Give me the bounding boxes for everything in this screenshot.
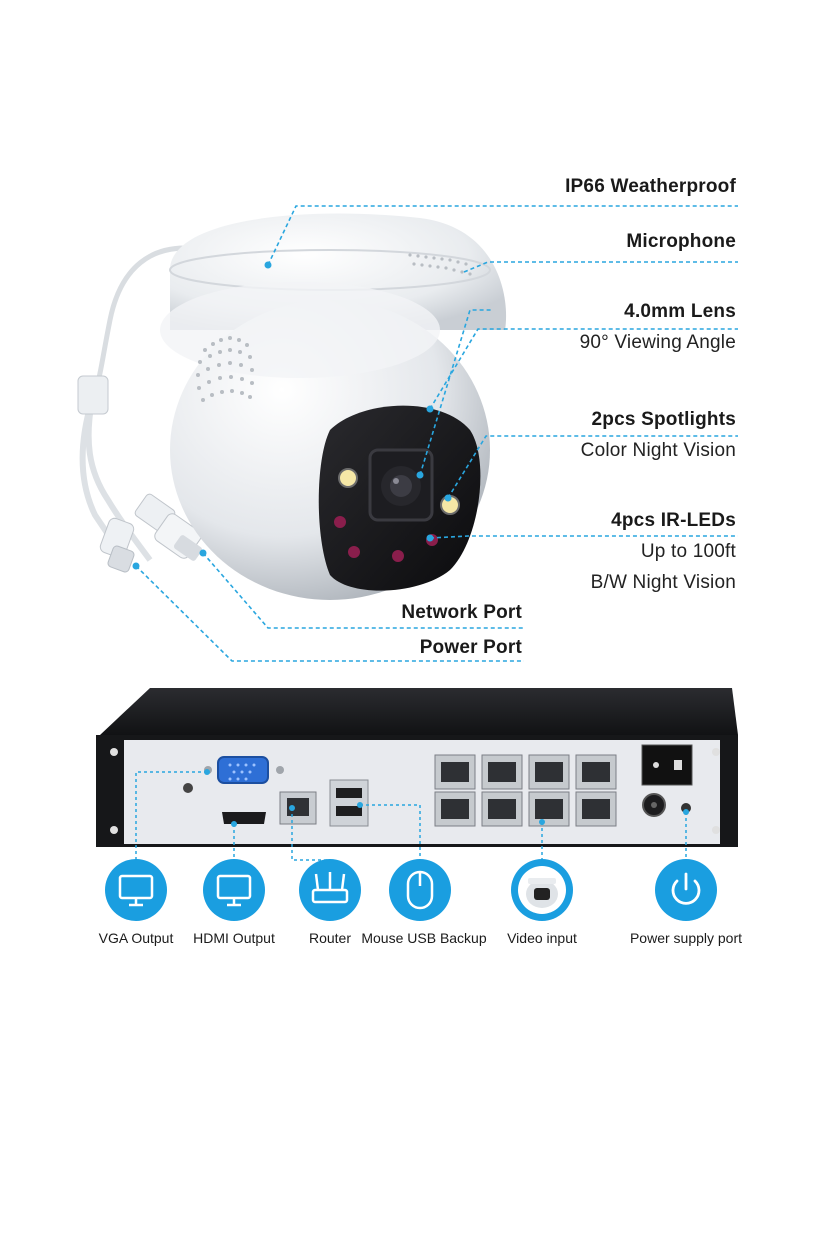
port-label-hdmi: HDMI Output xyxy=(193,930,275,946)
feature-detail-color-night: Color Night Vision xyxy=(580,440,736,461)
spotlights xyxy=(338,468,460,515)
port-label-router: Router xyxy=(308,930,352,946)
power-switch xyxy=(641,744,693,786)
monitor-icon xyxy=(203,859,265,921)
network-port-connector xyxy=(134,493,203,561)
camera-icon xyxy=(511,859,573,921)
feature-detail-bw-night: B/W Night Vision xyxy=(590,572,736,593)
port-label-video-input: Video input xyxy=(507,930,577,946)
feature-title-spotlights: 2pcs Spotlights xyxy=(591,409,736,430)
poe-video-ports xyxy=(434,754,617,827)
nvr-recorder xyxy=(96,688,738,847)
feature-detail-range: Up to 100ft xyxy=(640,541,736,562)
usb-ports xyxy=(329,779,369,827)
camera-leader-lines xyxy=(135,205,738,662)
vga-port xyxy=(217,756,269,784)
power-icon xyxy=(655,859,717,921)
feature-title-power-port: Power Port xyxy=(419,637,522,658)
router-icon xyxy=(299,859,361,921)
monitor-icon xyxy=(105,859,167,921)
port-label-usb: Mouse USB Backup xyxy=(361,930,487,946)
feature-title-weatherproof: IP66 Weatherproof xyxy=(565,176,736,197)
port-label-vga: VGA Output xyxy=(98,930,174,946)
nvr-leader-lines xyxy=(135,771,687,861)
port-label-power-supply: Power supply port xyxy=(629,930,743,946)
feature-detail-viewing-angle: 90° Viewing Angle xyxy=(579,332,736,353)
camera-cable xyxy=(92,245,206,392)
feature-title-ir-leds: 4pcs IR-LEDs xyxy=(611,510,736,531)
feature-title-microphone: Microphone xyxy=(626,231,736,252)
microphone-grille xyxy=(196,253,472,402)
mouse-icon xyxy=(389,859,451,921)
feature-title-lens: 4.0mm Lens xyxy=(624,301,736,322)
feature-title-network-port: Network Port xyxy=(401,602,522,623)
hdmi-port xyxy=(222,812,266,824)
power-port-connector xyxy=(99,517,135,573)
